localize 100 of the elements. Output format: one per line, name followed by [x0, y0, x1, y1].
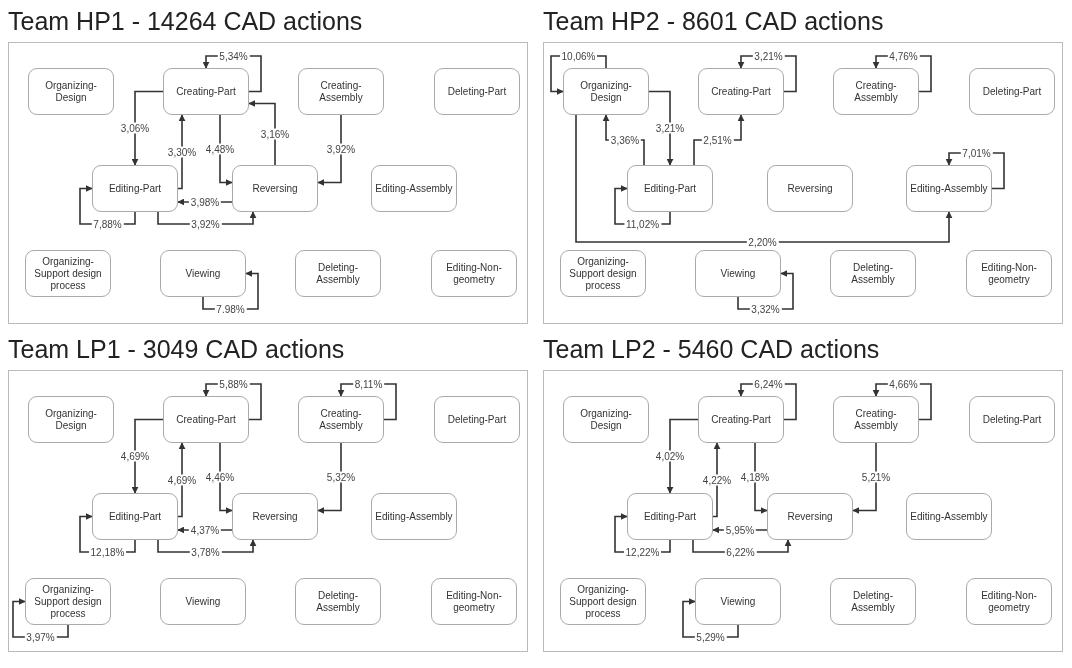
edge-label: 8,11% [352, 378, 385, 390]
process-box: Creating-Assembly [298, 68, 384, 115]
edge-label: 3,21% [752, 50, 785, 62]
process-box: Editing-Part [627, 493, 713, 540]
arrow [317, 114, 342, 186]
edge-label: 10,06% [559, 50, 598, 62]
process-box: Organizing-Design [563, 68, 649, 115]
process-box: Deleting-Part [434, 396, 520, 443]
edge-label: 4,37% [188, 524, 222, 536]
arrow [219, 114, 233, 186]
edge-label: 4,69% [165, 474, 199, 486]
edge-label: 5,34% [217, 50, 250, 62]
arrow [219, 442, 233, 514]
edge-label: 6,24% [752, 378, 785, 390]
process-box: Viewing [695, 578, 781, 625]
arrow [754, 442, 768, 514]
edge-label: 4,69% [118, 450, 152, 462]
panel-title: Team LP1 - 3049 CAD actions [8, 334, 345, 364]
edge-label: 4,18% [738, 471, 772, 483]
edge-label: 7.98% [214, 303, 247, 315]
edge-label: 12,18% [88, 546, 127, 558]
arrow [131, 418, 164, 494]
edge-label: 3,06% [118, 122, 152, 134]
edge-label: 2,20% [746, 236, 779, 248]
edge-label: 4,22% [700, 474, 734, 486]
edge-label: 4,02% [653, 450, 687, 462]
process-box: Editing-Non-geometry [431, 578, 517, 625]
process-box: Deleting-Assembly [830, 578, 916, 625]
process-box: Organizing-Support design process [560, 578, 646, 625]
process-box: Reversing [232, 493, 318, 540]
arrow [248, 100, 276, 166]
edge-label: 3,32% [749, 303, 782, 315]
process-box: Creating-Assembly [833, 396, 919, 443]
process-box: Creating-Part [698, 68, 784, 115]
arrow [666, 418, 699, 494]
process-box: Editing-Assembly [906, 493, 992, 540]
process-box: Organizing-Design [28, 396, 114, 443]
process-box: Creating-Assembly [298, 396, 384, 443]
process-box: Creating-Part [698, 396, 784, 443]
process-box: Creating-Assembly [833, 68, 919, 115]
process-box: Editing-Assembly [371, 493, 457, 540]
process-box: Editing-Part [92, 493, 178, 540]
edge-label: 3,92% [324, 143, 358, 155]
process-box: Deleting-Assembly [830, 250, 916, 297]
process-box: Creating-Part [163, 396, 249, 443]
edge-label: 3,36% [608, 134, 642, 146]
edge-label: 3,92% [189, 218, 222, 230]
panel-title: Team HP2 - 8601 CAD actions [543, 6, 884, 36]
edge-label: 3,78% [189, 546, 222, 558]
process-box: Editing-Assembly [371, 165, 457, 212]
edge-label: 6,22% [724, 546, 757, 558]
edge-label: 5,32% [324, 471, 358, 483]
edge-label: 3,16% [258, 128, 292, 140]
arrow [575, 114, 953, 243]
arrow [177, 442, 186, 518]
process-box: Reversing [767, 165, 853, 212]
process-box: Deleting-Part [969, 396, 1055, 443]
process-box: Organizing-Design [563, 396, 649, 443]
edge-label: 2,51% [701, 134, 734, 146]
arrow [177, 114, 186, 190]
edge-label: 5,95% [723, 524, 757, 536]
edge-label: 7,01% [960, 147, 993, 159]
process-box: Organizing-Support design process [25, 250, 111, 297]
process-box: Creating-Part [163, 68, 249, 115]
process-box: Reversing [767, 493, 853, 540]
process-box: Reversing [232, 165, 318, 212]
process-box: Editing-Part [92, 165, 178, 212]
arrow [712, 442, 721, 518]
edge-label: 11,02% [623, 218, 662, 230]
edge-label: 3,30% [165, 146, 199, 158]
process-box: Viewing [695, 250, 781, 297]
process-box: Editing-Non-geometry [431, 250, 517, 297]
edge-label: 5,21% [859, 471, 893, 483]
process-box: Deleting-Part [434, 68, 520, 115]
process-box: Viewing [160, 578, 246, 625]
process-box: Editing-Assembly [906, 165, 992, 212]
process-box: Editing-Non-geometry [966, 250, 1052, 297]
process-box: Viewing [160, 250, 246, 297]
edge-label: 5,29% [694, 631, 727, 643]
arrow [317, 442, 342, 514]
process-box: Deleting-Assembly [295, 250, 381, 297]
edge-label: 4,46% [203, 471, 237, 483]
process-box: Deleting-Assembly [295, 578, 381, 625]
process-box: Editing-Part [627, 165, 713, 212]
panel-title: Team HP1 - 14264 CAD actions [8, 6, 363, 36]
panel-title: Team LP2 - 5460 CAD actions [543, 334, 880, 364]
edge-label: 3,98% [188, 196, 222, 208]
edge-label: 7,88% [91, 218, 124, 230]
edge-label: 4,76% [887, 50, 920, 62]
process-box: Organizing-Support design process [25, 578, 111, 625]
process-box: Organizing-Support design process [560, 250, 646, 297]
edge-label: 5,88% [217, 378, 250, 390]
edge-label: 4,66% [887, 378, 920, 390]
process-box: Editing-Non-geometry [966, 578, 1052, 625]
arrow [648, 90, 674, 166]
edge-label: 3,21% [653, 122, 687, 134]
arrow [131, 90, 164, 166]
arrow [852, 442, 877, 514]
edge-label: 4,48% [203, 143, 237, 155]
edge-label: 3,97% [24, 631, 57, 643]
